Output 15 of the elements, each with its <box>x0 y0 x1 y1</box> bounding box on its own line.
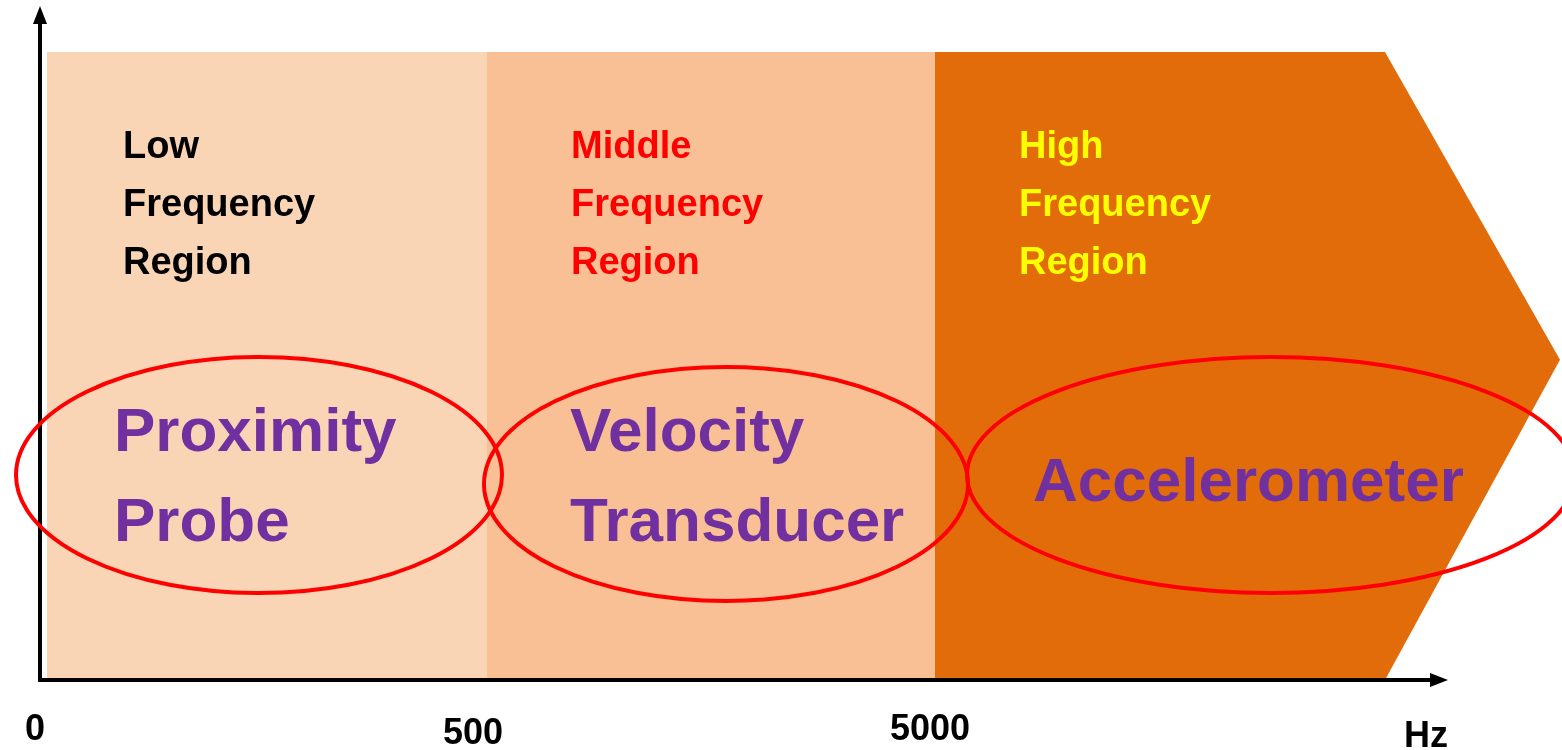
axis-unit: Hz <box>1404 715 1448 750</box>
frequency-band <box>935 52 1560 680</box>
sensor-label: Proximity Probe <box>114 394 398 556</box>
region-label: Middle Frequency Region <box>571 123 765 284</box>
region-label: High Frequency Region <box>1019 123 1213 284</box>
frequency-band <box>487 52 935 680</box>
region-label: Low Frequency Region <box>123 123 317 284</box>
tick-label: 5000 <box>890 708 971 748</box>
tick-label: 0 <box>25 708 46 748</box>
sensor-label: Accelerometer <box>1033 444 1465 516</box>
sensor-label: Velocity Transducer <box>570 394 906 556</box>
sensor-ellipse <box>482 365 970 603</box>
sensor-ellipse <box>14 355 504 595</box>
frequency-band <box>47 52 487 680</box>
tick-label: 500 <box>443 712 504 750</box>
